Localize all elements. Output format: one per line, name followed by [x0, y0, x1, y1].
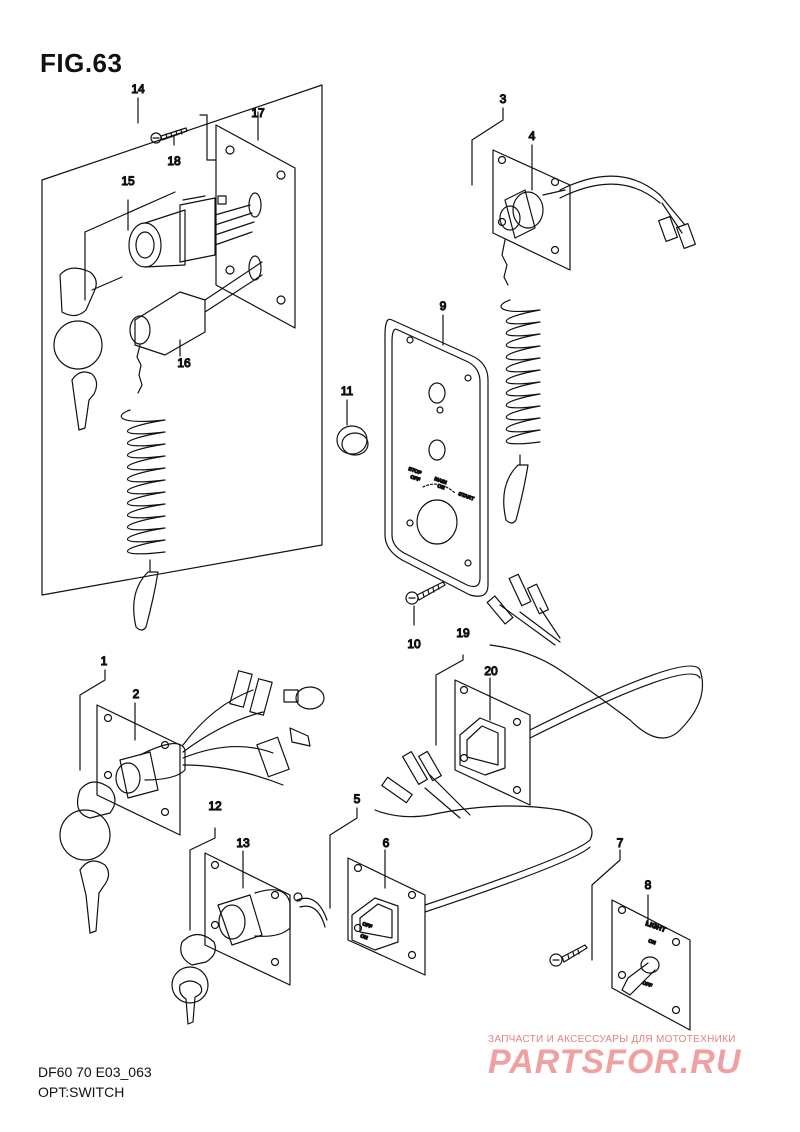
panel-label-stop: STOP	[407, 466, 422, 476]
callout-17: 17	[251, 106, 265, 120]
grommet-11	[336, 399, 369, 456]
switch-assembly-19	[435, 573, 704, 806]
switch-assembly-5	[329, 750, 593, 976]
callout-3: 3	[500, 92, 507, 106]
callout-13: 13	[236, 836, 250, 850]
callout-5: 5	[354, 792, 361, 806]
callout-7: 7	[617, 836, 624, 850]
switch-6-label-on: ON	[359, 933, 368, 941]
watermark: ЗАПЧАСТИ И АКСЕССУАРЫ ДЛЯ МОТОТЕХНИКИ PA…	[488, 1034, 788, 1082]
kit-box-14	[41, 84, 323, 596]
panel-label-start: START	[457, 491, 474, 502]
plate-17	[199, 111, 296, 329]
watermark-brand: PARTSFOR.RU	[488, 1043, 742, 1081]
callout-9: 9	[440, 299, 447, 313]
callout-12: 12	[208, 799, 222, 813]
callout-2: 2	[133, 687, 140, 701]
watermark-subtitle: ЗАПЧАСТИ И АКСЕССУАРЫ ДЛЯ МОТОТЕХНИКИ	[488, 1034, 736, 1045]
callout-16: 16	[177, 356, 191, 370]
ignition-switch-15	[84, 191, 255, 301]
callout-18: 18	[167, 154, 181, 168]
callout-6: 6	[383, 836, 390, 850]
key-15	[53, 267, 123, 431]
figure-name: OPT:SWITCH	[38, 1084, 125, 1100]
lanyard-switch-16	[120, 261, 263, 631]
panel-9	[384, 314, 489, 597]
callout-15: 15	[121, 174, 135, 188]
figure-title: FIG.63	[40, 48, 123, 78]
screw-18	[150, 127, 188, 146]
callout-10: 10	[407, 637, 421, 651]
callout-8: 8	[645, 878, 652, 892]
callout-11: 11	[341, 384, 354, 398]
callout-19: 19	[456, 626, 470, 640]
callout-14: 14	[131, 82, 145, 96]
switch-6-label-off: OFF	[361, 921, 372, 930]
ignition-switch-assembly-1	[59, 669, 325, 934]
light-switch-assembly-7	[549, 849, 691, 1031]
callout-1: 1	[101, 654, 108, 668]
panel-label-on: ON	[436, 483, 445, 491]
light-plate-on: ON	[647, 938, 656, 946]
callout-20: 20	[484, 664, 498, 678]
figure-code: DF60 70 E03_063	[38, 1064, 152, 1080]
light-plate-off: OFF	[641, 980, 652, 989]
ignition-switch-assembly-12	[171, 827, 328, 1025]
lanyard-switch-assembly-3	[471, 107, 697, 524]
callout-4: 4	[529, 129, 536, 143]
panel-label-off: OFF	[409, 474, 420, 483]
panel-label-main: MAIN	[433, 476, 447, 486]
screw-10	[405, 581, 446, 626]
